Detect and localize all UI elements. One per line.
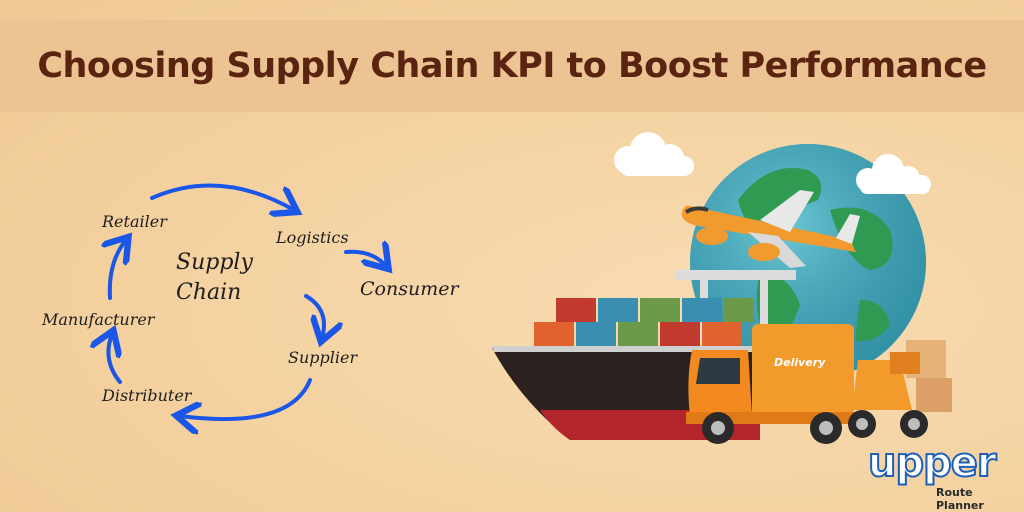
center-label-chain: Chain: [176, 280, 242, 305]
center-label-supply: Supply: [176, 250, 253, 275]
cloud-right-image: [856, 154, 931, 194]
arrow-manufacturer-to-retailer: [110, 240, 126, 300]
arrow-logistics-to-supplier: [304, 294, 324, 338]
supply-chain-diagram: [0, 183, 520, 512]
brand-wordmark: upper: [867, 439, 998, 487]
node-consumer: Consumer: [360, 278, 459, 300]
containers-image: [534, 298, 754, 346]
brand-logo[interactable]: upper Route Planner: [867, 439, 1018, 512]
node-distributer: Distributer: [102, 386, 192, 405]
cloud-left-image: [614, 132, 694, 176]
node-retailer: Retailer: [102, 212, 167, 231]
airplane-image: [681, 190, 860, 268]
arrow-logistics-to-consumer: [344, 252, 386, 266]
node-supplier: Supplier: [288, 348, 358, 367]
scooter-image: [848, 352, 928, 438]
node-manufacturer: Manufacturer: [42, 310, 155, 329]
page-title: Choosing Supply Chain KPI to Boost Perfo…: [37, 46, 987, 86]
parcel-boxes-image: [906, 340, 952, 412]
arrow-supplier-to-distributer: [180, 378, 312, 419]
truck-label: Delivery: [774, 356, 826, 369]
node-logistics: Logistics: [276, 228, 349, 247]
arrow-distributer-to-manufacturer: [108, 334, 120, 384]
brand-tagline: Route Planner: [936, 486, 984, 512]
title-bar: Choosing Supply Chain KPI to Boost Perfo…: [0, 20, 1024, 112]
delivery-truck-image: [686, 324, 858, 444]
arrow-retailer-to-logistics: [150, 183, 294, 211]
